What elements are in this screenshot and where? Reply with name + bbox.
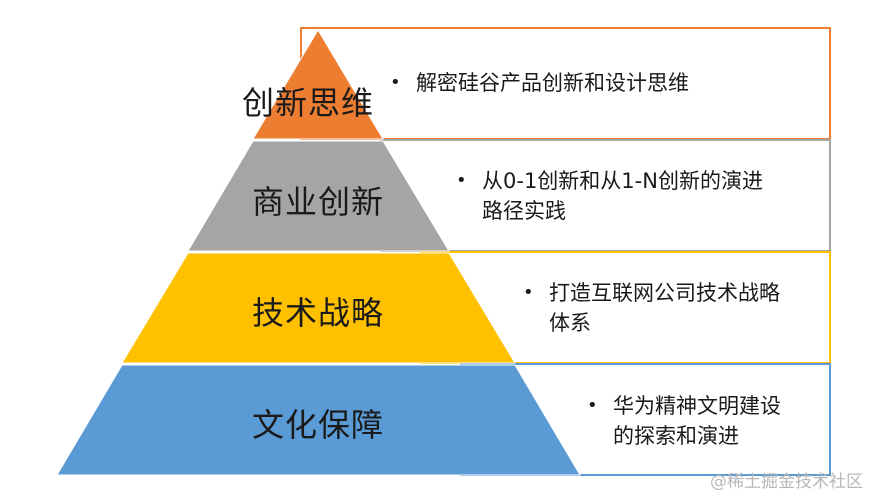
level-2-label: 商业创新: [251, 183, 384, 221]
pyramid-level-4: [56, 364, 581, 476]
level-1-label: 创新思维: [241, 84, 374, 122]
pyramid-level-3: [121, 252, 516, 364]
level-2-box: [380, 139, 831, 252]
level-1-box: [300, 27, 831, 140]
level-4-label: 文化保障: [251, 406, 384, 444]
level-3-label: 技术战略: [251, 294, 384, 332]
watermark: @稀土掘金技术社区: [710, 472, 863, 492]
bullet-icon: •: [456, 170, 467, 191]
level-2-line-2: 路径实践: [482, 199, 566, 223]
pyramid-level-1: [252, 29, 384, 140]
level-2-line-1: 从0-1创新和从1-N创新的演进: [482, 169, 763, 193]
level-4-description: • 华为精神文明建设 的探索和演进: [587, 391, 781, 451]
bullet-icon: •: [587, 395, 598, 416]
pyramid-level-2: [187, 140, 450, 252]
level-4-line-1: 华为精神文明建设: [613, 394, 781, 418]
level-4-line-2: 的探索和演进: [613, 424, 739, 448]
level-2-description: • 从0-1创新和从1-N创新的演进 路径实践: [456, 166, 763, 226]
level-3-line-2: 体系: [549, 311, 591, 335]
level-3-description: • 打造互联网公司技术战略 体系: [523, 278, 780, 338]
level-1-description: • 解密硅谷产品创新和设计思维: [390, 68, 689, 98]
level-1-line-1: 解密硅谷产品创新和设计思维: [416, 71, 689, 95]
bullet-icon: •: [523, 282, 534, 303]
bullet-icon: •: [390, 72, 401, 93]
level-3-line-1: 打造互联网公司技术战略: [549, 281, 780, 305]
